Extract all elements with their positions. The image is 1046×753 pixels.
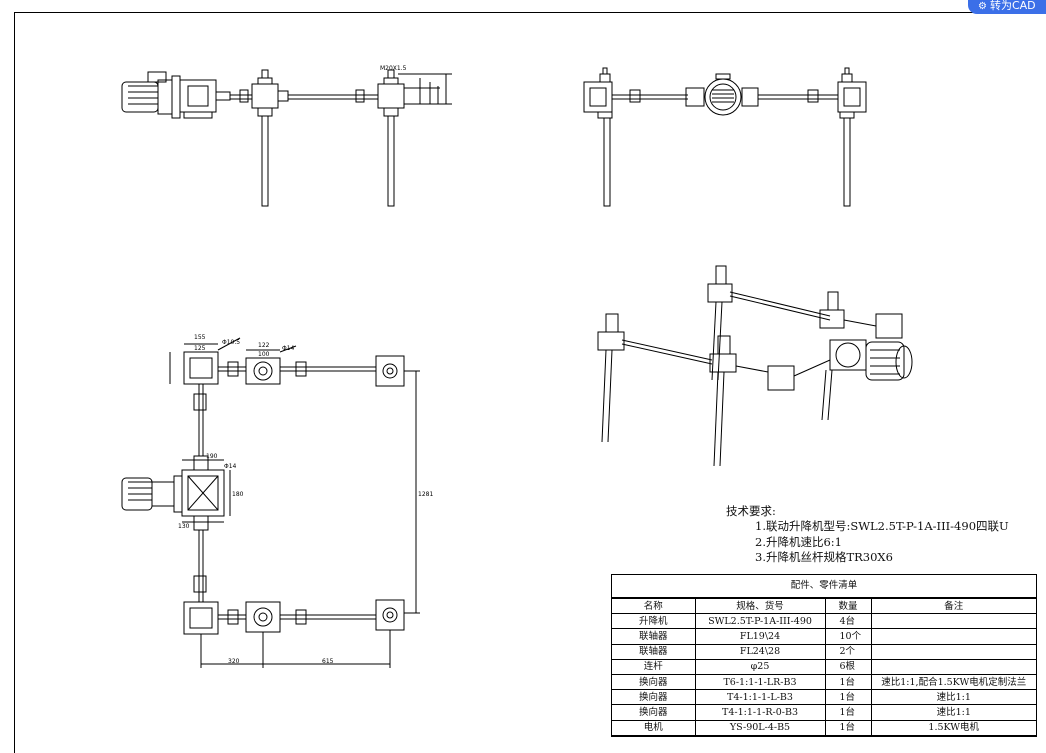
table-cell: 10个 — [824, 628, 872, 645]
table-cell — [870, 643, 1036, 660]
table-cell: FL24\28 — [694, 643, 826, 660]
table-row: 联轴器 FL19\24 10个 — [612, 628, 1036, 645]
table-cell — [870, 613, 1036, 630]
table-cell: YS-90L-4-B5 — [694, 719, 826, 736]
dim-label: 1281 — [418, 491, 433, 498]
table-cell: 换向器 — [612, 704, 696, 721]
table-row: 升降机 SWL2.5T-P-1A-III-490 4台 — [612, 613, 1036, 630]
table-cell: T4-1:1-1-R-0-B3 — [694, 704, 826, 721]
table-row: 换向器 T6-1:1-1-LR-B3 1台 速比1:1,配合1.5KW电机定制法… — [612, 673, 1036, 691]
tech-requirements-title: 技术要求: — [726, 504, 776, 518]
column-header: 备注 — [870, 597, 1036, 615]
dim-label: 190 — [206, 453, 218, 460]
parts-list-title: 配件、零件清单 — [612, 575, 1036, 598]
cad-link-icon: ⚙ — [978, 1, 987, 12]
table-cell: 联轴器 — [612, 628, 696, 645]
dim-label: Φ10.5 — [222, 339, 240, 346]
table-cell: 6根 — [824, 658, 872, 675]
table-cell: 电机 — [612, 719, 696, 736]
dim-label: 615 — [322, 658, 334, 665]
table-cell: 1.5KW电机 — [870, 719, 1036, 736]
dimension-labels: Φ10.5 Φ14 Φ14 155 125 122 100 190 130 18… — [178, 334, 433, 665]
dim-label: 320 — [228, 658, 240, 665]
table-cell: 2个 — [824, 643, 872, 660]
table-cell: 速比1:1 — [870, 689, 1036, 706]
table-cell: 1台 — [824, 689, 872, 706]
table-cell: 4台 — [824, 613, 872, 630]
plan-view — [121, 337, 420, 668]
table-row: 连杆 φ25 6根 — [612, 658, 1036, 675]
front-view: M20X1.5 — [121, 65, 452, 207]
table-cell: 1台 — [824, 719, 872, 736]
table-cell: 速比1:1 — [870, 704, 1036, 721]
dim-label: 122 — [258, 342, 270, 349]
table-cell: 1台 — [824, 704, 872, 721]
table-cell: 升降机 — [612, 613, 696, 630]
column-header: 数量 — [824, 597, 872, 615]
dim-label: Φ14 — [224, 463, 237, 470]
table-cell: T6-1:1-1-LR-B3 — [694, 673, 826, 691]
dim-label: 130 — [178, 523, 190, 530]
table-cell: FL19\24 — [694, 628, 826, 645]
table-cell: 连杆 — [612, 658, 696, 675]
dim-label: M20X1.5 — [380, 65, 407, 72]
table-cell: φ25 — [694, 658, 826, 675]
convert-to-cad-label: 转为CAD — [989, 0, 1036, 12]
table-cell — [870, 658, 1036, 675]
dim-label: 125 — [194, 345, 206, 352]
dim-label: 100 — [258, 351, 270, 358]
dim-label: 180 — [232, 491, 244, 498]
table-cell: 换向器 — [612, 673, 696, 691]
parts-table: 名称 规格、货号 数量 备注 升降机 SWL2.5T-P-1A-III-490 … — [612, 597, 1036, 736]
table-header-row: 名称 规格、货号 数量 备注 — [612, 597, 1036, 615]
table-row: 电机 YS-90L-4-B5 1台 1.5KW电机 — [612, 719, 1036, 736]
side-view — [583, 67, 867, 207]
table-cell: 1台 — [824, 673, 872, 691]
tech-requirement-item: 3.升降机丝杆规格TR30X6 — [755, 550, 893, 564]
table-cell: SWL2.5T-P-1A-III-490 — [694, 613, 826, 630]
parts-list-table: 配件、零件清单 名称 规格、货号 数量 备注 升降机 SWL2.5T-P-1A-… — [611, 574, 1037, 737]
table-cell — [870, 628, 1036, 645]
dim-label: 155 — [194, 334, 206, 341]
dim-label: Φ14 — [282, 345, 295, 352]
table-cell: T4-1:1-1-L-B3 — [694, 689, 826, 706]
cad-drawing: M20X1.5 — [121, 65, 913, 668]
tech-requirement-item: 2.升降机速比6:1 — [755, 535, 842, 549]
convert-to-cad-button[interactable]: ⚙转为CAD — [968, 0, 1046, 14]
column-header: 规格、货号 — [694, 597, 826, 615]
column-header: 名称 — [612, 597, 696, 615]
drawing-frame — [14, 12, 1041, 753]
table-cell: 速比1:1,配合1.5KW电机定制法兰 — [870, 673, 1036, 691]
table-cell: 换向器 — [612, 689, 696, 706]
tech-requirement-item: 1.联动升降机型号:SWL2.5T-P-1A-III-490四联U — [755, 519, 1009, 533]
table-row: 换向器 T4-1:1-1-L-B3 1台 速比1:1 — [612, 689, 1036, 706]
table-row: 换向器 T4-1:1-1-R-0-B3 1台 速比1:1 — [612, 704, 1036, 721]
table-row: 联轴器 FL24\28 2个 — [612, 643, 1036, 660]
table-cell: 联轴器 — [612, 643, 696, 660]
isometric-view — [597, 265, 913, 467]
